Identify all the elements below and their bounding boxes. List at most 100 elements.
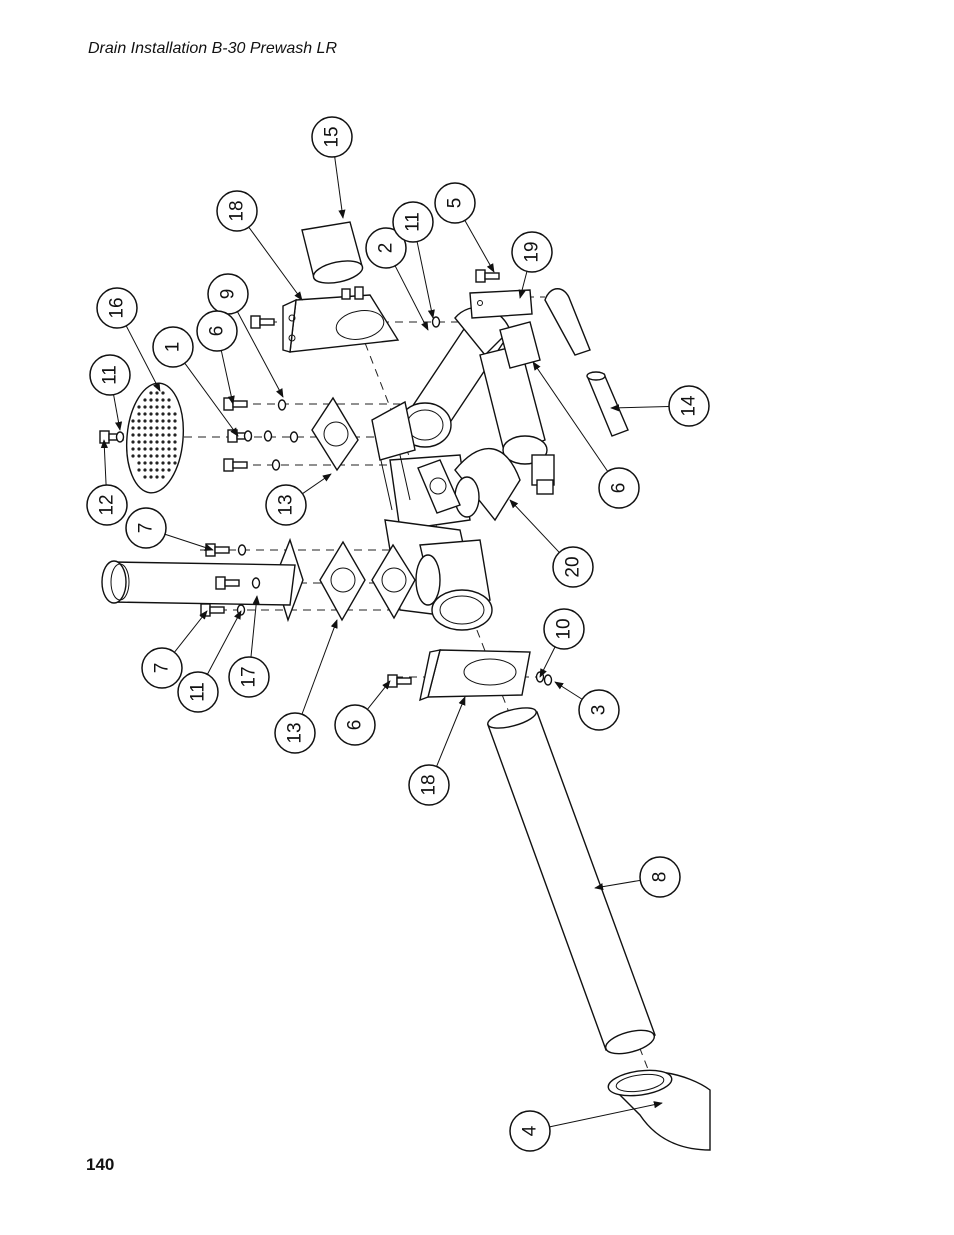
callout-label: 10 bbox=[554, 618, 575, 639]
callout-leader bbox=[594, 879, 641, 891]
callout-19: 19 bbox=[511, 231, 553, 299]
callout-leader bbox=[509, 499, 560, 553]
part-13-gasket-mid bbox=[274, 459, 461, 623]
part-4-elbow bbox=[607, 1069, 711, 1151]
callout-circle bbox=[89, 354, 131, 396]
callout-leader bbox=[248, 226, 303, 301]
part-18-bracket-upper bbox=[282, 286, 400, 353]
callout-6: 6 bbox=[334, 680, 391, 746]
callout-label: 11 bbox=[403, 212, 424, 232]
callout-leader bbox=[220, 350, 235, 405]
callout-label: 20 bbox=[563, 556, 584, 577]
part-16-strainer bbox=[125, 382, 185, 494]
page-number: 140 bbox=[86, 1155, 115, 1174]
callout-leader bbox=[610, 404, 670, 412]
callout-leader bbox=[334, 156, 346, 219]
callout-leader bbox=[301, 619, 338, 715]
part-18-bracket-lower bbox=[419, 649, 531, 702]
callout-circle bbox=[177, 671, 219, 713]
callout-label: 19 bbox=[522, 241, 543, 262]
callout-leader bbox=[113, 394, 123, 431]
callout-label: 13 bbox=[276, 494, 297, 515]
callout-label: 4 bbox=[520, 1125, 541, 1136]
callout-leader bbox=[464, 220, 495, 273]
callout-circle bbox=[311, 116, 353, 158]
callout-leader bbox=[250, 595, 260, 658]
callout-circle bbox=[274, 712, 316, 754]
callout-circle bbox=[196, 310, 238, 352]
callout-circle bbox=[543, 608, 585, 650]
callout-label: 3 bbox=[589, 705, 610, 716]
callout-label: 7 bbox=[152, 663, 173, 674]
callout-leader bbox=[549, 1101, 663, 1128]
callout-7: 7 bbox=[125, 507, 214, 551]
callout-leader bbox=[394, 265, 429, 331]
callout-label: 18 bbox=[227, 200, 248, 221]
callout-leader bbox=[184, 362, 239, 437]
callout-11: 11 bbox=[392, 201, 435, 319]
callout-17: 17 bbox=[228, 595, 270, 698]
callout-8: 8 bbox=[594, 856, 681, 898]
callout-13: 13 bbox=[265, 473, 332, 526]
callout-label: 13 bbox=[285, 722, 306, 743]
callout-circle bbox=[511, 231, 553, 273]
callout-18: 18 bbox=[408, 696, 466, 806]
callout-label: 5 bbox=[445, 198, 466, 209]
callout-label: 18 bbox=[419, 774, 440, 795]
callout-leader bbox=[539, 646, 556, 678]
callout-circle bbox=[228, 656, 270, 698]
callout-12: 12 bbox=[86, 439, 128, 526]
callout-label: 9 bbox=[218, 289, 239, 300]
callout-label: 6 bbox=[345, 720, 366, 731]
callout-circle bbox=[152, 326, 194, 368]
callout-circle bbox=[265, 484, 307, 526]
callout-3: 3 bbox=[554, 681, 620, 731]
part-14-pipe bbox=[544, 288, 629, 437]
callout-1: 1 bbox=[152, 326, 239, 437]
callout-circle bbox=[408, 764, 450, 806]
callout-15: 15 bbox=[311, 116, 353, 219]
callout-18: 18 bbox=[216, 190, 303, 301]
page-title: Drain Installation B-30 Prewash LR bbox=[88, 40, 338, 57]
callout-2: 2 bbox=[365, 227, 429, 331]
part-13-gasket-upper bbox=[311, 396, 359, 472]
part-15-sleeve bbox=[301, 221, 364, 284]
callout-label: 1 bbox=[163, 342, 184, 353]
callout-leader bbox=[554, 681, 583, 700]
callout-label: 14 bbox=[679, 395, 700, 417]
callout-label: 6 bbox=[207, 326, 228, 337]
callout-4: 4 bbox=[509, 1101, 663, 1152]
callout-label: 8 bbox=[650, 872, 671, 883]
callout-5: 5 bbox=[434, 182, 495, 273]
callout-11: 11 bbox=[89, 354, 131, 431]
callout-circle bbox=[392, 201, 434, 243]
callout-10: 10 bbox=[539, 608, 585, 678]
callout-9: 9 bbox=[207, 273, 284, 398]
callout-circle bbox=[141, 647, 183, 689]
callout-label: 12 bbox=[97, 494, 118, 515]
callout-circle bbox=[216, 190, 258, 232]
callout-circle bbox=[334, 704, 376, 746]
callout-leader bbox=[174, 610, 208, 653]
callout-circle bbox=[96, 287, 138, 329]
callout-label: 2 bbox=[376, 243, 397, 254]
callout-leader bbox=[532, 361, 609, 472]
callout-circle bbox=[668, 385, 710, 427]
callout-7: 7 bbox=[141, 610, 208, 689]
callout-6: 6 bbox=[532, 361, 640, 509]
callout-leader bbox=[236, 311, 284, 398]
callout-circle bbox=[578, 689, 620, 731]
callout-circle bbox=[552, 546, 594, 588]
callout-circle bbox=[365, 227, 407, 269]
callout-leader bbox=[164, 533, 214, 551]
callout-11: 11 bbox=[177, 610, 242, 713]
callout-label: 7 bbox=[136, 523, 157, 534]
callout-circle bbox=[509, 1110, 551, 1152]
callout-leader bbox=[436, 696, 466, 767]
callout-leader bbox=[100, 439, 108, 486]
callout-label: 15 bbox=[322, 126, 343, 147]
callout-circle bbox=[434, 182, 476, 224]
callout-leader bbox=[367, 680, 391, 710]
